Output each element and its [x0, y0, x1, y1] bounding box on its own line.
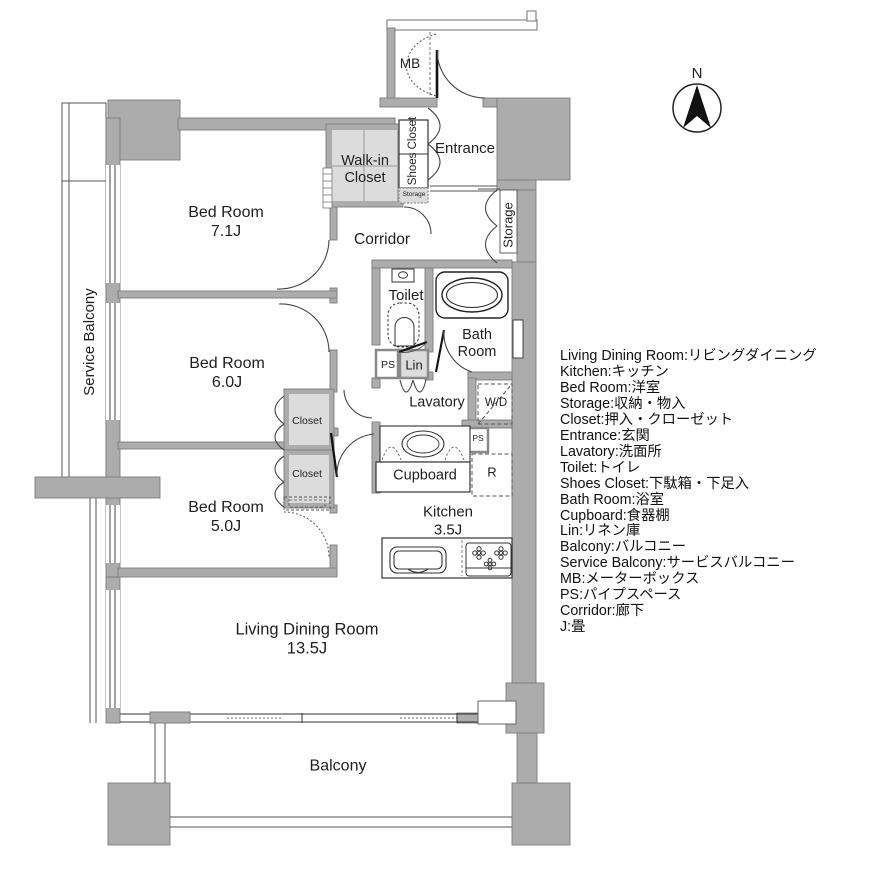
legend-item: Kitchen:キッチン — [560, 363, 669, 380]
entrance-step — [430, 185, 500, 192]
walk-in-closet-label: Walk-in Closet — [341, 152, 389, 186]
balcony-label: Balcony — [309, 757, 367, 775]
windows — [106, 165, 524, 708]
washbasin-icon — [379, 425, 471, 463]
storage-right-label: Storage — [500, 202, 516, 248]
stove-icon — [465, 542, 512, 577]
ps-kitchen-label: PS — [472, 432, 484, 443]
closet-box-lower — [283, 449, 335, 509]
refrigerator-box — [471, 453, 513, 497]
legend-item: J:畳 — [560, 619, 586, 636]
storage-right-box — [499, 189, 518, 254]
legend-item: Closet:押入・クローゼット — [560, 411, 734, 428]
cupboard-box — [375, 461, 471, 493]
wall-chunk-ldr — [149, 711, 191, 724]
lin-label: Lin — [405, 357, 423, 373]
ps-box-upper — [374, 348, 400, 380]
shoes-closet-label: Shoes Closet — [407, 116, 420, 186]
bedroom-2-name: Bed Room — [189, 355, 265, 373]
bedroom-3-label: Bed Room 5.0J — [188, 499, 264, 537]
toilet-label: Toilet — [388, 287, 424, 305]
legend-item: Bath Room:浴室 — [560, 491, 665, 508]
kitchen-size: 3.5J — [433, 521, 463, 538]
lavatory-label: Lavatory — [409, 394, 465, 411]
legend-item: Storage:収納・物入 — [560, 395, 686, 412]
compass-north-label: N — [691, 65, 703, 83]
shoes-closet-box — [398, 119, 429, 189]
closet-lower-label: Closet — [292, 467, 322, 480]
bath-room-label: Bath Room — [457, 326, 497, 360]
toilet-icon — [387, 268, 420, 348]
mb-label: MB — [399, 56, 421, 72]
legend-item: Shoes Closet:下駄箱・下足入 — [560, 475, 750, 492]
legend-item: Bed Room:洋室 — [560, 379, 661, 396]
facade-lines — [89, 498, 97, 723]
kitchen-name: Kitchen — [422, 503, 474, 521]
legend-item: Toilet:トイレ — [560, 459, 641, 476]
bedroom-1-size: 7.1J — [210, 223, 242, 240]
corridor-label: Corridor — [354, 230, 410, 248]
ps-upper-label: PS — [380, 358, 396, 371]
legend-item: Service Balcony:サービスバルコニー — [560, 555, 795, 572]
walk-in-closet-box — [322, 123, 404, 209]
refrigerator-label: R — [487, 464, 497, 480]
storage-small-box — [398, 187, 429, 204]
bedroom-3-size: 5.0J — [210, 518, 242, 535]
legend-item: Balcony:バルコニー — [560, 539, 687, 556]
bedroom-1-name: Bed Room — [188, 204, 264, 222]
legend: Living Dining Room:リビングダイニング Kitchen:キッチ… — [560, 348, 872, 636]
closet-box-upper — [283, 388, 335, 451]
wd-label: W/D — [484, 397, 508, 410]
storage-small-label: Storage — [402, 191, 426, 199]
service-balcony-label: Service Balcony — [81, 288, 99, 396]
living-dining-name: Living Dining Room — [235, 620, 379, 639]
legend-item: Entrance:玄関 — [560, 427, 650, 444]
kitchen-counter — [381, 537, 513, 579]
sink-icon — [389, 546, 447, 574]
lin-box — [398, 348, 430, 380]
balcony-rails — [120, 713, 512, 828]
ldr-corner-window — [477, 700, 517, 725]
entrance-label: Entrance — [434, 140, 496, 158]
bathtub-icon — [435, 271, 509, 319]
legend-item: Living Dining Room:リビングダイニング — [560, 348, 817, 364]
legend-item: Cupboard:食器棚 — [560, 507, 670, 524]
living-dining-size: 13.5J — [286, 640, 328, 658]
legend-item: Corridor:廊下 — [560, 603, 645, 620]
legend-item: PS:パイプスペース — [560, 587, 682, 604]
compass-icon — [672, 83, 722, 133]
legend-item: Lin:リネン庫 — [560, 523, 641, 540]
door-arcs — [274, 33, 498, 558]
bedroom-2-label: Bed Room 6.0J — [189, 355, 265, 393]
legend-item: MB:メーターボックス — [560, 571, 700, 588]
bedroom-2-size: 6.0J — [211, 374, 243, 391]
bedroom-1-label: Bed Room 7.1J — [188, 204, 264, 242]
living-dining-label: Living Dining Room 13.5J — [235, 621, 378, 660]
closet-upper-label: Closet — [292, 414, 322, 427]
cupboard-label: Cupboard — [393, 467, 457, 484]
legend-item: Lavatory:洗面所 — [560, 443, 662, 460]
washer-dryer-box — [477, 383, 513, 425]
mb-box — [386, 10, 538, 96]
bedroom-3-name: Bed Room — [188, 499, 264, 517]
kitchen-label: Kitchen 3.5J — [423, 503, 473, 538]
